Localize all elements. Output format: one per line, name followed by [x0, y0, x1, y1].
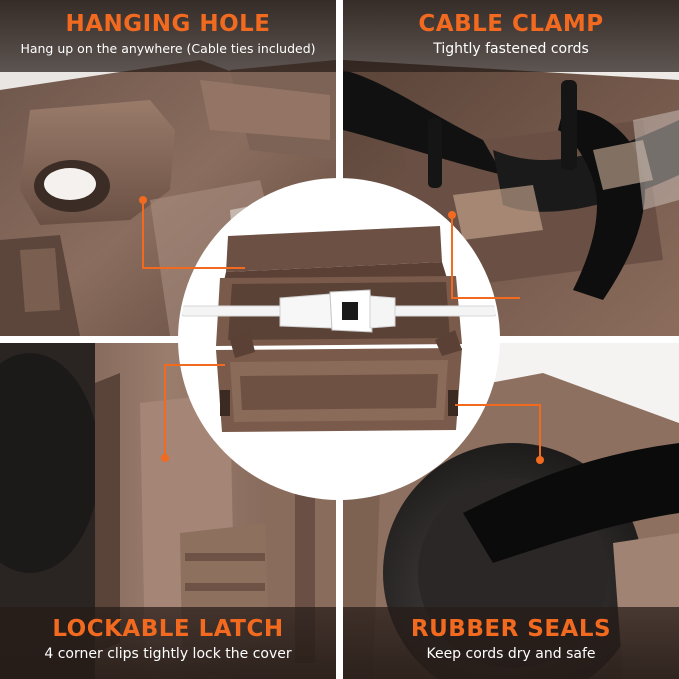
rubber-seals-caption: RUBBER SEALS Keep cords dry and safe — [343, 607, 679, 679]
lockable-latch-title: LOCKABLE LATCH — [52, 616, 284, 642]
lockable-latch-caption: LOCKABLE LATCH 4 corner clips tightly lo… — [0, 607, 336, 679]
cord-cover-product-icon — [180, 180, 498, 498]
cable-clamp-subtitle: Tightly fastened cords — [433, 41, 589, 57]
rubber-seals-title: RUBBER SEALS — [410, 616, 612, 642]
cable-clamp-title: CABLE CLAMP — [418, 11, 604, 37]
hanging-hole-caption: HANGING HOLE Hang up on the anywhere (Ca… — [0, 0, 336, 72]
hanging-hole-subtitle: Hang up on the anywhere (Cable ties incl… — [20, 41, 316, 56]
lockable-latch-subtitle: 4 corner clips tightly lock the cover — [44, 646, 292, 662]
cable-clamp-caption: CABLE CLAMP Tightly fastened cords — [343, 0, 679, 72]
panel-cable-clamp: CABLE CLAMP Tightly fastened cords — [343, 0, 679, 336]
hanging-hole-title: HANGING HOLE — [65, 11, 271, 37]
center-product-image — [180, 180, 498, 498]
rubber-seals-subtitle: Keep cords dry and safe — [426, 646, 596, 662]
